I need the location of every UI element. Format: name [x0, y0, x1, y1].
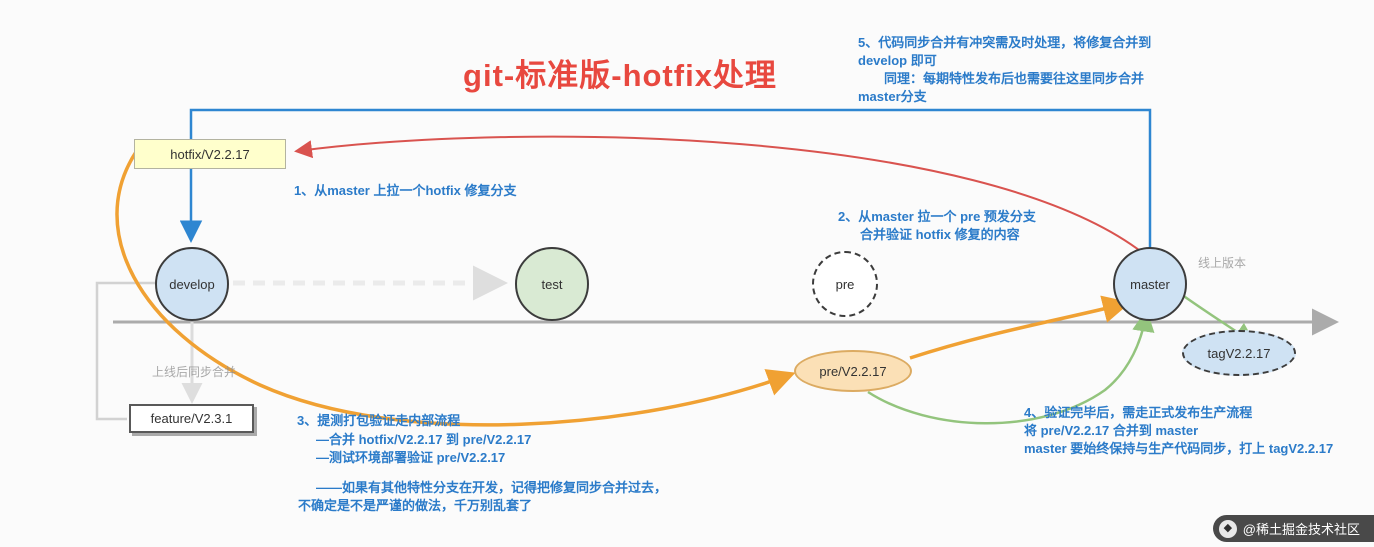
- pre-label: pre: [835, 276, 855, 292]
- annotation-step2-line2: 合并验证 hotfix 修复的内容: [860, 227, 1020, 242]
- node-pre: pre: [812, 251, 878, 317]
- watermark-text: @稀土掘金技术社区: [1242, 522, 1360, 537]
- faint-label-feature-line: 上线后同步合并: [152, 365, 237, 379]
- master-develop-sync-arrow: [179, 108, 1152, 249]
- annotation-step3-line3: —测试环境部署验证 pre/V2.2.17: [316, 450, 506, 465]
- node-feature-branch: feature/V2.3.1: [129, 404, 254, 433]
- feature-branch-label: feature/V2.3.1: [150, 411, 233, 426]
- master-label: master: [1130, 276, 1170, 292]
- annotation-step1: 1、从master 上拉一个hotfix 修复分支: [294, 183, 517, 198]
- pre-release-label: pre/V2.2.17: [819, 363, 887, 379]
- tag-label: tagV2.2.17: [1207, 345, 1271, 361]
- hotfix-prerelease-arrow: [115, 151, 796, 427]
- master-hotfix-arrow: [294, 135, 1144, 254]
- test-label: test: [541, 276, 563, 292]
- annotation-step4-line2: 将 pre/V2.2.17 合并到 master: [1024, 423, 1199, 438]
- annotation-note-line1: ——如果有其他特性分支在开发，记得把修复同步合并过去，: [316, 480, 668, 495]
- watermark-badge: ◆ @稀土掘金技术社区: [1212, 515, 1374, 542]
- develop-label: develop: [169, 276, 215, 292]
- annotation-step5-line3: 同理：每期特性发布后也需要往这里同步合并: [884, 71, 1145, 86]
- annotation-step4-line1: 4、验证完毕后，需走正式发布生产流程: [1024, 405, 1253, 420]
- node-pre-release-branch: pre/V2.2.17: [794, 350, 912, 392]
- juejin-logo-icon: ◆: [1218, 519, 1237, 538]
- prerelease-master-arrow: [909, 295, 1131, 360]
- bracket-line: [95, 281, 157, 421]
- diagram-title: git-标准版-hotfix处理: [463, 58, 777, 93]
- prerelease-master-merge-arrow: [867, 309, 1155, 425]
- annotation-step5-line4: master分支: [858, 89, 927, 104]
- annotation-step3-line2: —合并 hotfix/V2.2.17 到 pre/V2.2.17: [316, 432, 532, 447]
- annotation-step4-line3: master 要始终保持与生产代码同步，打上 tagV2.2.17: [1024, 441, 1334, 456]
- annotation-step5-line2: develop 即可: [858, 53, 937, 68]
- annotation-step5-line1: 5、代码同步合并有冲突需及时处理，将修复合并到: [858, 35, 1152, 50]
- hotfix-branch-label: hotfix/V2.2.17: [170, 146, 250, 162]
- faint-label-master: 线上版本: [1198, 256, 1247, 270]
- annotation-step2-line1: 2、从master 拉一个 pre 预发分支: [838, 209, 1036, 224]
- annotation-step3-line1: 3、提测打包验证走内部流程: [297, 413, 461, 428]
- node-master: master: [1113, 247, 1187, 321]
- node-hotfix-branch: hotfix/V2.2.17: [134, 139, 286, 169]
- node-test: test: [515, 247, 589, 321]
- node-tag: tagV2.2.17: [1182, 330, 1296, 376]
- annotation-note-line2: 不确定是不是严谨的做法，千万别乱套了: [298, 498, 533, 513]
- node-develop: develop: [155, 247, 229, 321]
